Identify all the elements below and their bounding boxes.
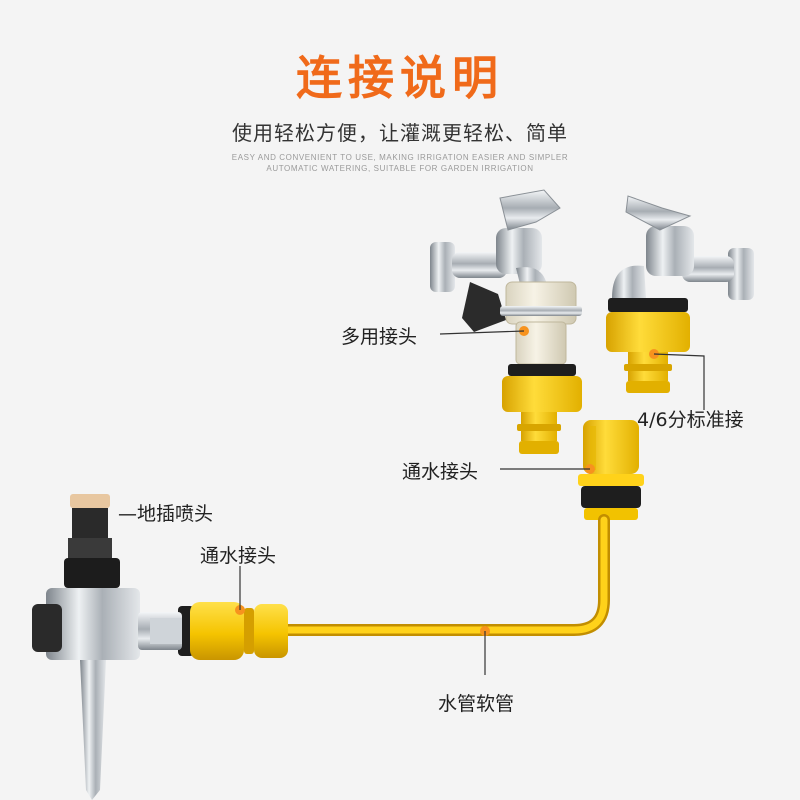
label-standard-connector: 4/6分标准接 <box>637 409 744 431</box>
leader-lines <box>239 330 705 675</box>
page-title: 连接说明 <box>296 51 504 105</box>
english-caption-line-2: AUTOMATIC WATERING, SUITABLE FOR GARDEN … <box>266 164 534 173</box>
water-connector-left-icon <box>178 602 288 660</box>
label-water-connector-left: 通水接头 <box>200 545 277 567</box>
water-connector-right-icon <box>578 420 644 520</box>
page-subtitle: 使用轻松方便，让灌溉更轻松、简单 <box>232 121 568 145</box>
label-multi-purpose-connector: 多用接头 <box>341 326 418 348</box>
label-water-connector-right: 通水接头 <box>402 461 479 483</box>
label-ground-sprinkler: —地插喷头 <box>118 503 214 525</box>
multi-purpose-connector-icon <box>462 281 582 365</box>
ground-sprinkler-icon <box>32 494 182 800</box>
label-hose: 水管软管 <box>438 693 515 715</box>
hose-icon <box>280 514 610 636</box>
faucet-right-icon <box>612 195 754 300</box>
standard-connector-left-icon <box>502 364 582 454</box>
faucet-left-icon <box>430 189 561 300</box>
standard-connector-right-icon <box>606 298 690 393</box>
english-caption-line-1: EASY AND CONVENIENT TO USE, MAKING IRRIG… <box>231 153 569 162</box>
